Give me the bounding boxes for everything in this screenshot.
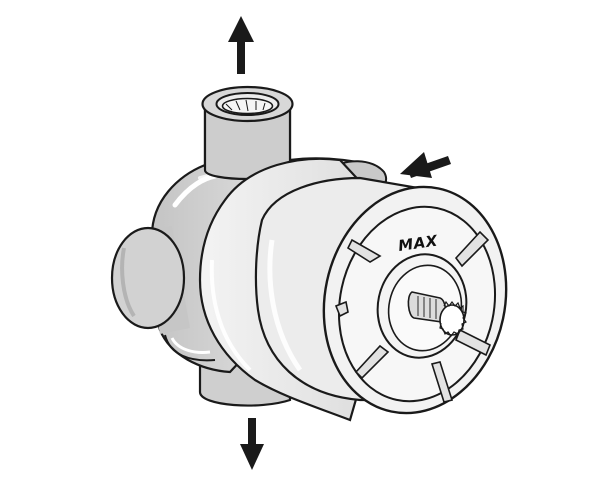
cover-face-ribs (334, 230, 492, 403)
top-outlet-port (201, 85, 294, 181)
inlet-right-arrow (400, 152, 451, 178)
outlet-bottom-arrow (240, 418, 264, 470)
max-label: MAX (397, 231, 440, 254)
outlet-top-arrow (228, 16, 254, 74)
spindle-icon (407, 291, 467, 337)
left-inlet-port (110, 226, 190, 334)
